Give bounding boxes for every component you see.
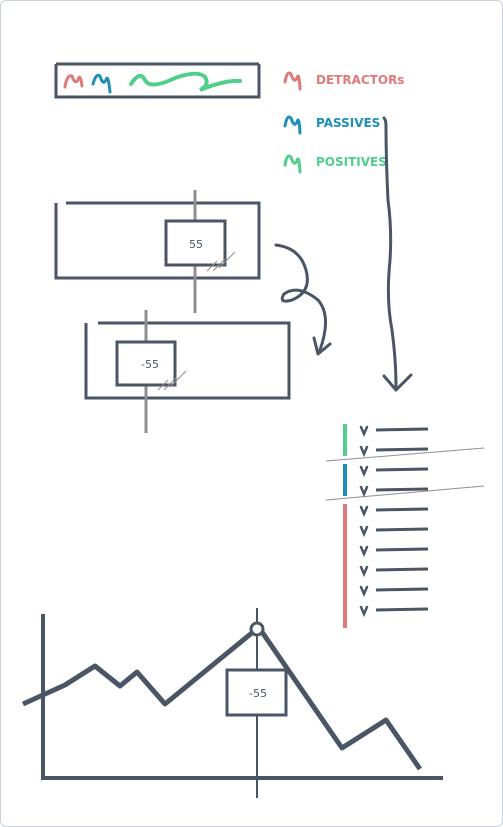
chart-score-value: -55: [249, 687, 267, 700]
group-divider: [325, 485, 485, 501]
checklist-line: [375, 487, 429, 492]
legend-detractors-label: DETRACTORs: [316, 73, 404, 87]
checklist-rows: [359, 425, 429, 618]
curly-arrow-icon: [274, 243, 327, 352]
legend-bar: [54, 62, 261, 99]
checklist-line: [375, 427, 429, 432]
checkmark-icon: [359, 585, 369, 598]
down-arrow-icon: [382, 116, 398, 388]
passive-squiggle-icon: [91, 73, 112, 94]
score-box-one: [164, 219, 227, 267]
checkmark-icon: [359, 425, 369, 438]
hatch-shadow-one: [206, 251, 236, 272]
checklist-line: [375, 607, 429, 612]
score-value-one: 55: [189, 238, 203, 251]
score-box-two: [115, 340, 177, 387]
checkmark-icon: [359, 545, 369, 558]
checklist-line: [375, 447, 429, 452]
checklist-line: [375, 467, 429, 472]
detractor-legend-icon: [283, 71, 302, 91]
legend: DETRACTORs PASSIVES POSITIVES: [283, 71, 404, 174]
checklist-line: [375, 527, 429, 532]
checkmark-icon: [359, 605, 369, 618]
score-value-two: -55: [141, 358, 159, 371]
chart-marker-knob[interactable]: [249, 621, 265, 637]
checkmark-icon: [359, 465, 369, 478]
group-divider: [325, 447, 485, 462]
checkmark-icon: [359, 485, 369, 498]
score-panel-one: 55: [54, 190, 261, 313]
detractor-squiggle-icon: [63, 74, 84, 89]
hatch-shadow-two: [157, 370, 187, 391]
checkmark-icon: [359, 445, 369, 458]
chart-trend-line: [21, 629, 423, 771]
checklist-line: [375, 587, 429, 592]
checklist: [325, 424, 485, 628]
checklist-line: [375, 507, 429, 512]
checkmark-icon: [359, 565, 369, 578]
trend-chart: -55: [21, 608, 443, 798]
legend-passives-label: PASSIVES: [316, 116, 380, 130]
checkmark-icon: [359, 525, 369, 538]
chart-axes: [41, 614, 443, 780]
score-panel-two: -55: [84, 310, 291, 433]
positive-legend-icon: [283, 154, 302, 174]
checklist-line: [375, 567, 429, 572]
positive-squiggle-icon: [129, 71, 242, 92]
checkmark-icon: [359, 505, 369, 518]
passive-legend-icon: [283, 115, 302, 135]
checklist-line: [375, 547, 429, 552]
chart-score-box: [225, 668, 288, 717]
legend-positives-label: POSITIVES: [316, 155, 387, 169]
